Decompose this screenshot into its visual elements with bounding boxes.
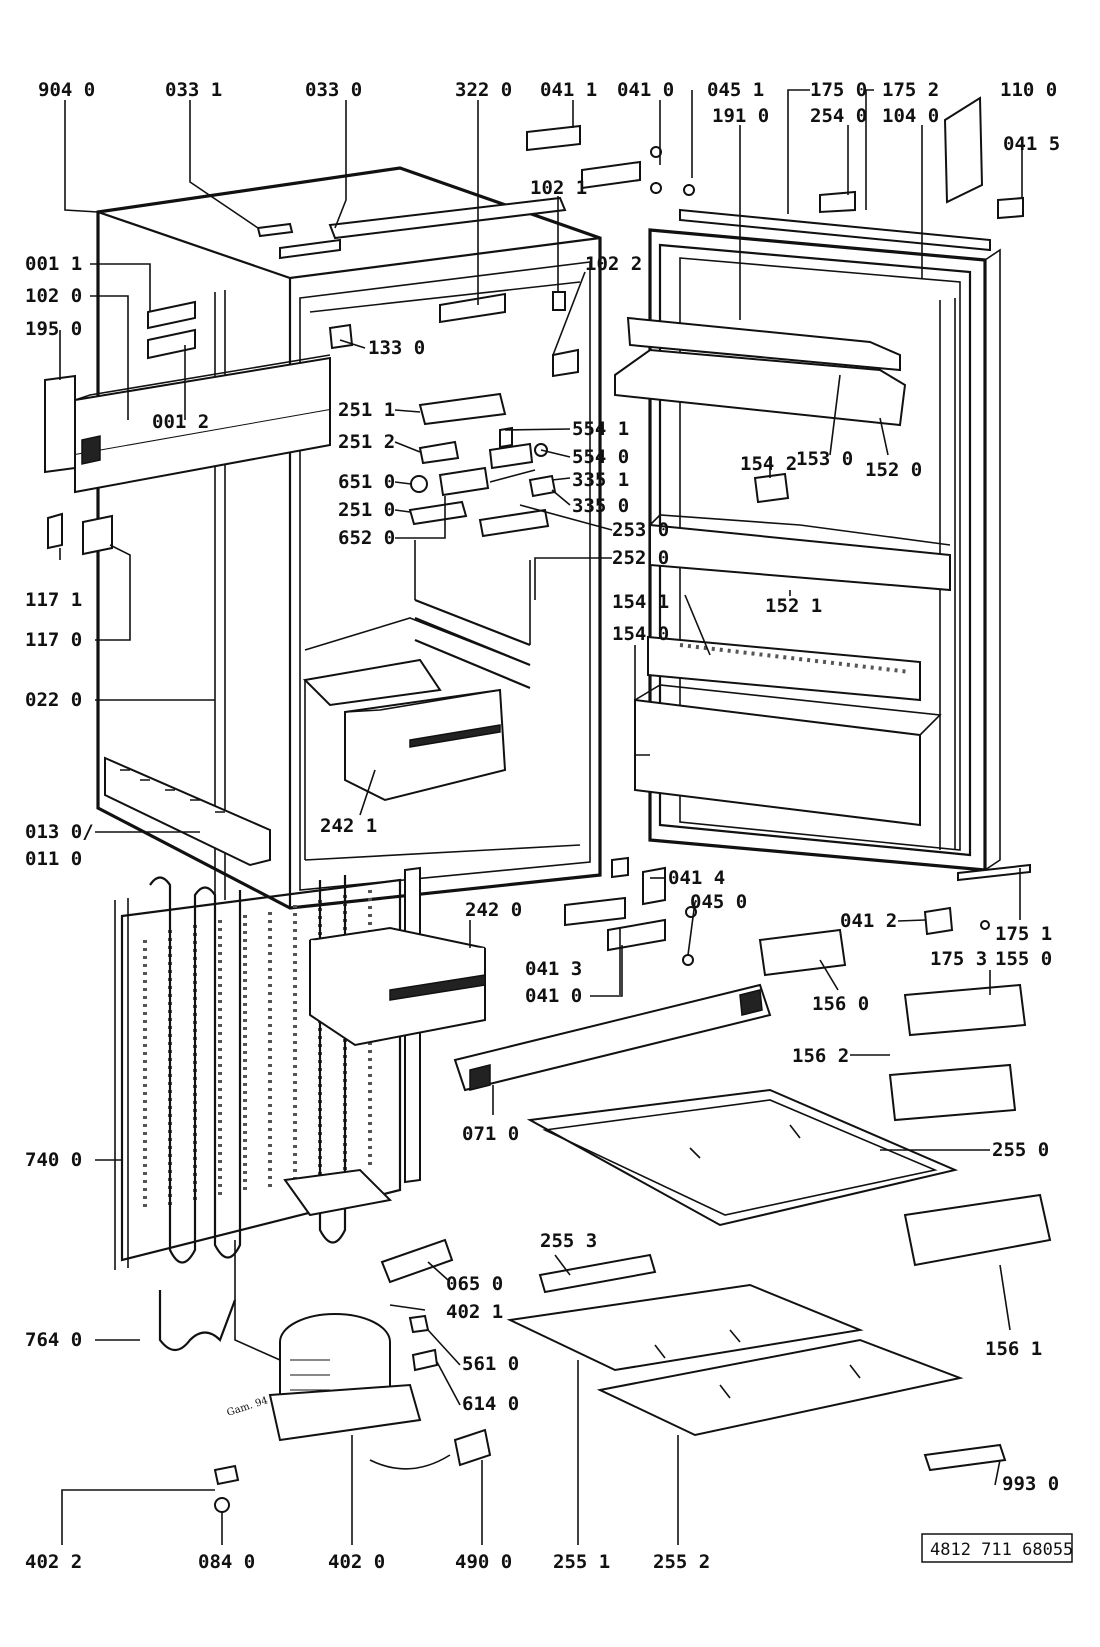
part-label: 255 2 — [653, 1551, 710, 1573]
part-label: 033 0 — [305, 79, 362, 101]
part-label: 255 3 — [540, 1230, 597, 1252]
part-label: 041 3 — [525, 958, 582, 980]
part-label: 155 0 — [995, 948, 1052, 970]
part-label: 154 2 — [740, 453, 797, 475]
part-label: 554 0 — [572, 446, 629, 468]
part-label: 764 0 — [25, 1329, 82, 1351]
part-label: 133 0 — [368, 337, 425, 359]
part-label: 242 0 — [465, 899, 522, 921]
document-number-box: 4812 711 68055 — [921, 1533, 1073, 1563]
part-label: 102 2 — [585, 253, 642, 275]
part-label: 001 2 — [152, 411, 209, 433]
leader-lines — [59, 89, 1023, 1545]
part-label: 175 0 — [810, 79, 867, 101]
document-number: 4812 711 68055 — [930, 1540, 1073, 1560]
part-label: 253 0 — [612, 519, 669, 541]
part-label: 156 1 — [985, 1338, 1042, 1360]
part-label: 011 0 — [25, 848, 82, 870]
part-label: 154 1 — [612, 591, 669, 613]
part-label: 252 0 — [612, 547, 669, 569]
part-label: 041 0 — [525, 985, 582, 1007]
part-label: 104 0 — [882, 105, 939, 127]
part-label: 045 1 — [707, 79, 764, 101]
part-label: 117 1 — [25, 589, 82, 611]
part-label: 191 0 — [712, 105, 769, 127]
part-label: 251 0 — [338, 499, 395, 521]
part-label: 175 2 — [882, 79, 939, 101]
part-label: 175 3 — [930, 948, 987, 970]
condenser — [114, 866, 421, 1270]
part-label: 254 0 — [810, 105, 867, 127]
part-label: 993 0 — [1002, 1473, 1059, 1495]
cabinet-body — [44, 166, 602, 910]
part-label: 152 1 — [765, 595, 822, 617]
part-label: 175 1 — [995, 923, 1052, 945]
part-label: 652 0 — [338, 527, 395, 549]
part-label: 740 0 — [25, 1149, 82, 1171]
part-label: 117 0 — [25, 629, 82, 651]
part-label: 041 4 — [668, 867, 725, 889]
part-label: 614 0 — [462, 1393, 519, 1415]
part-label: 335 1 — [572, 469, 629, 491]
part-label: 255 1 — [553, 1551, 610, 1573]
part-label: 153 0 — [796, 448, 853, 470]
part-label: 402 0 — [328, 1551, 385, 1573]
part-label: 651 0 — [338, 471, 395, 493]
part-label: 033 1 — [165, 79, 222, 101]
part-label: 156 2 — [792, 1045, 849, 1067]
part-label: 013 0/ — [25, 821, 94, 843]
part-label: 102 1 — [530, 177, 587, 199]
part-label: 322 0 — [455, 79, 512, 101]
part-label: 084 0 — [198, 1551, 255, 1573]
part-label: 071 0 — [462, 1123, 519, 1145]
part-label: 242 1 — [320, 815, 377, 837]
part-label: 110 0 — [1000, 79, 1057, 101]
part-label: 561 0 — [462, 1353, 519, 1375]
part-label: 195 0 — [25, 318, 82, 340]
part-label: 152 0 — [865, 459, 922, 481]
part-label: 402 2 — [25, 1551, 82, 1573]
handwritten-note: Gam. 94 — [226, 1395, 270, 1419]
part-label: 001 1 — [25, 253, 82, 275]
part-label: 156 0 — [812, 993, 869, 1015]
part-label: 041 1 — [540, 79, 597, 101]
part-label: 490 0 — [455, 1551, 512, 1573]
part-label: 041 2 — [840, 910, 897, 932]
part-label: 041 0 — [617, 79, 674, 101]
part-label: 065 0 — [446, 1273, 503, 1295]
part-labels: 904 0 033 1 033 0 322 0 041 1 041 0 045 … — [25, 79, 1060, 1573]
part-label: 251 1 — [338, 399, 395, 421]
part-label: 041 5 — [1003, 133, 1060, 155]
part-label: 402 1 — [446, 1301, 503, 1323]
lower-parts — [158, 856, 1052, 1513]
part-label: 251 2 — [338, 431, 395, 453]
part-label: 335 0 — [572, 495, 629, 517]
part-label: 045 0 — [690, 891, 747, 913]
part-label: 022 0 — [25, 689, 82, 711]
part-label: 255 0 — [992, 1139, 1049, 1161]
door — [526, 96, 1031, 882]
part-label: 154 0 — [612, 623, 669, 645]
part-label: 904 0 — [38, 79, 95, 101]
part-label: 102 0 — [25, 285, 82, 307]
part-label: 554 1 — [572, 418, 629, 440]
